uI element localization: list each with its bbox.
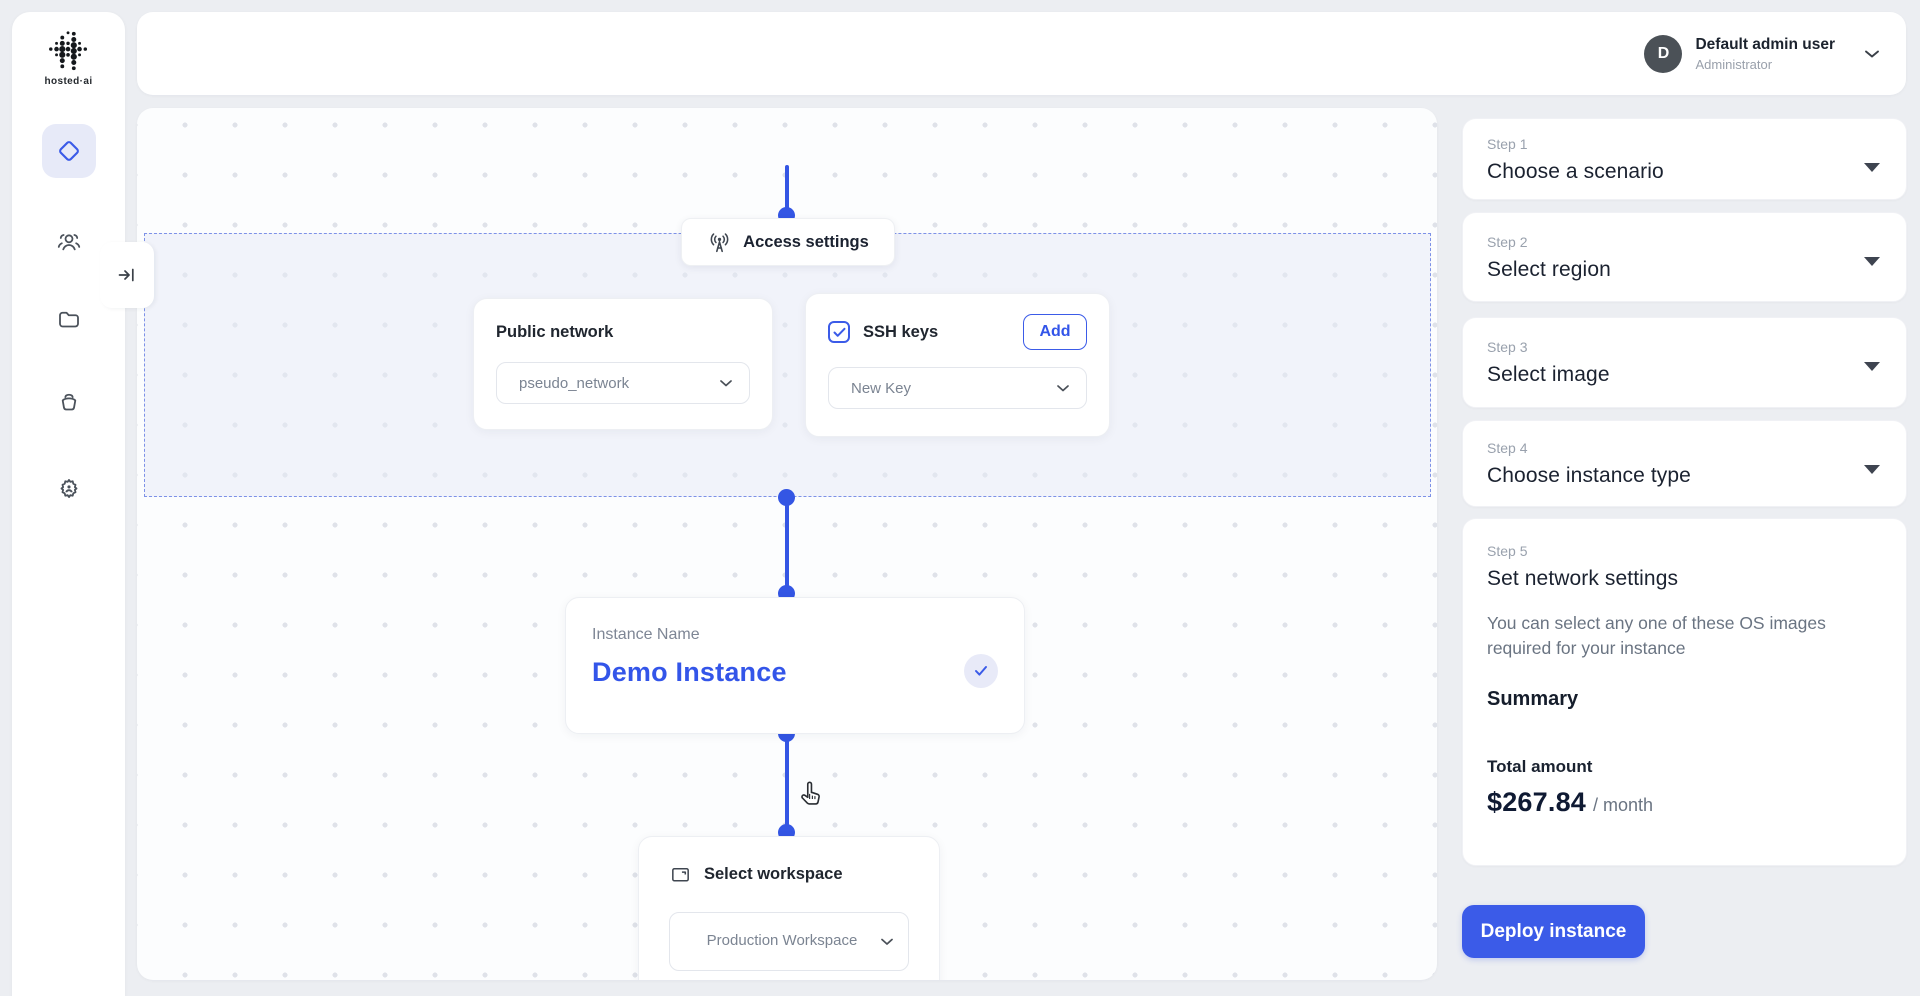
access-settings-group: [144, 233, 1431, 497]
public-network-card: Public network pseudo_network: [473, 298, 773, 430]
step-description: You can select any one of these OS image…: [1487, 613, 1826, 658]
step-title: Select region: [1487, 258, 1611, 281]
step-number: Step 1: [1487, 136, 1528, 152]
access-settings-label: Access settings: [743, 232, 869, 251]
deploy-instance-button[interactable]: Deploy instance: [1462, 905, 1645, 958]
mouse-cursor-icon: [797, 780, 825, 815]
select-workspace-title: Select workspace: [704, 865, 843, 883]
instance-name-label: Instance Name: [592, 626, 700, 643]
step-number: Step 5: [1487, 543, 1528, 559]
chevron-down-icon[interactable]: [1864, 49, 1880, 59]
bucket-icon: [61, 393, 76, 411]
chevron-down-icon: [1056, 384, 1070, 393]
step-title: Set network settings: [1487, 567, 1679, 590]
flow-canvas[interactable]: Access settings Public network pseudo_ne…: [137, 108, 1437, 980]
step-title: Choose a scenario: [1487, 160, 1664, 183]
hosted-ai-logo-icon: [48, 31, 87, 71]
step-number: Step 2: [1487, 234, 1528, 250]
instance-name-value: Demo Instance: [592, 657, 787, 687]
connector-line: [785, 497, 789, 593]
step-number: Step 3: [1487, 339, 1528, 355]
public-network-select[interactable]: pseudo_network: [496, 362, 750, 404]
check-icon: [975, 666, 987, 676]
step-number: Step 4: [1487, 440, 1528, 456]
users-icon: [57, 234, 80, 251]
panel-collapse-handle[interactable]: [100, 242, 154, 308]
chevron-down-icon: [719, 379, 733, 388]
caret-down-icon[interactable]: [1864, 163, 1880, 172]
step-card-4[interactable]: Step 4 Choose instance type: [1462, 420, 1907, 507]
diamond-icon: [58, 141, 79, 161]
step-title: Choose instance type: [1487, 464, 1691, 487]
caret-down-icon[interactable]: [1864, 362, 1880, 371]
step-card-2[interactable]: Step 2 Select region: [1462, 212, 1907, 302]
folder-icon: [58, 311, 79, 328]
top-header: D Default admin user Administrator: [137, 12, 1906, 95]
public-network-title: Public network: [496, 323, 614, 341]
caret-down-icon[interactable]: [1864, 465, 1880, 474]
user-role: Administrator: [1695, 56, 1773, 72]
instance-name-card[interactable]: Instance Name Demo Instance: [565, 597, 1025, 734]
confirm-name-button[interactable]: [964, 654, 998, 688]
step-title: Select image: [1487, 363, 1610, 386]
caret-down-icon[interactable]: [1864, 257, 1880, 266]
user-menu[interactable]: D Default admin user Administrator: [1644, 34, 1880, 73]
select-workspace-card: Select workspace Production Workspace: [638, 836, 940, 980]
collapse-right-icon: [118, 268, 134, 282]
sidebar-item-instances[interactable]: [41, 124, 96, 178]
total-amount-value: $267.84: [1487, 786, 1586, 817]
summary-heading: Summary: [1487, 687, 1579, 710]
total-amount-label: Total amount: [1487, 756, 1593, 776]
workspace-value: Production Workspace: [706, 932, 858, 950]
step-card-3[interactable]: Step 3 Select image: [1462, 317, 1907, 408]
sidebar-item-users[interactable]: [55, 228, 82, 255]
step-card-1[interactable]: Step 1 Choose a scenario: [1462, 118, 1907, 200]
access-settings-node[interactable]: Access settings: [681, 218, 895, 266]
brand-name: hosted·ai: [44, 76, 93, 87]
sidebar-item-storage[interactable]: [55, 389, 82, 416]
sidebar: hosted·ai: [12, 12, 125, 996]
connector-line: [785, 733, 789, 832]
ssh-keys-card: SSH keys Add New Key: [805, 293, 1110, 437]
public-network-value: pseudo_network: [519, 374, 630, 392]
add-ssh-key-button[interactable]: Add: [1023, 314, 1087, 350]
chevron-down-icon: [880, 937, 894, 946]
billing-period: / month: [1593, 794, 1654, 815]
settings-gear-icon: [60, 479, 77, 498]
avatar: D: [1644, 34, 1683, 73]
sidebar-item-projects[interactable]: [55, 306, 82, 333]
antenna-icon: [710, 232, 729, 252]
ssh-keys-checkbox[interactable]: [828, 321, 850, 343]
sidebar-item-settings[interactable]: [55, 475, 82, 502]
check-icon: [833, 327, 845, 337]
workspace-select[interactable]: Production Workspace: [669, 912, 909, 971]
user-name: Default admin user: [1695, 35, 1835, 53]
ssh-keys-title: SSH keys: [863, 322, 939, 341]
brand-logo: hosted·ai: [12, 12, 125, 87]
ssh-key-value: New Key: [851, 379, 912, 397]
connector-line: [785, 165, 789, 217]
step-card-5: Step 5 Set network settings You can sele…: [1462, 518, 1907, 866]
window-icon: [672, 867, 689, 882]
ssh-key-select[interactable]: New Key: [828, 367, 1087, 409]
